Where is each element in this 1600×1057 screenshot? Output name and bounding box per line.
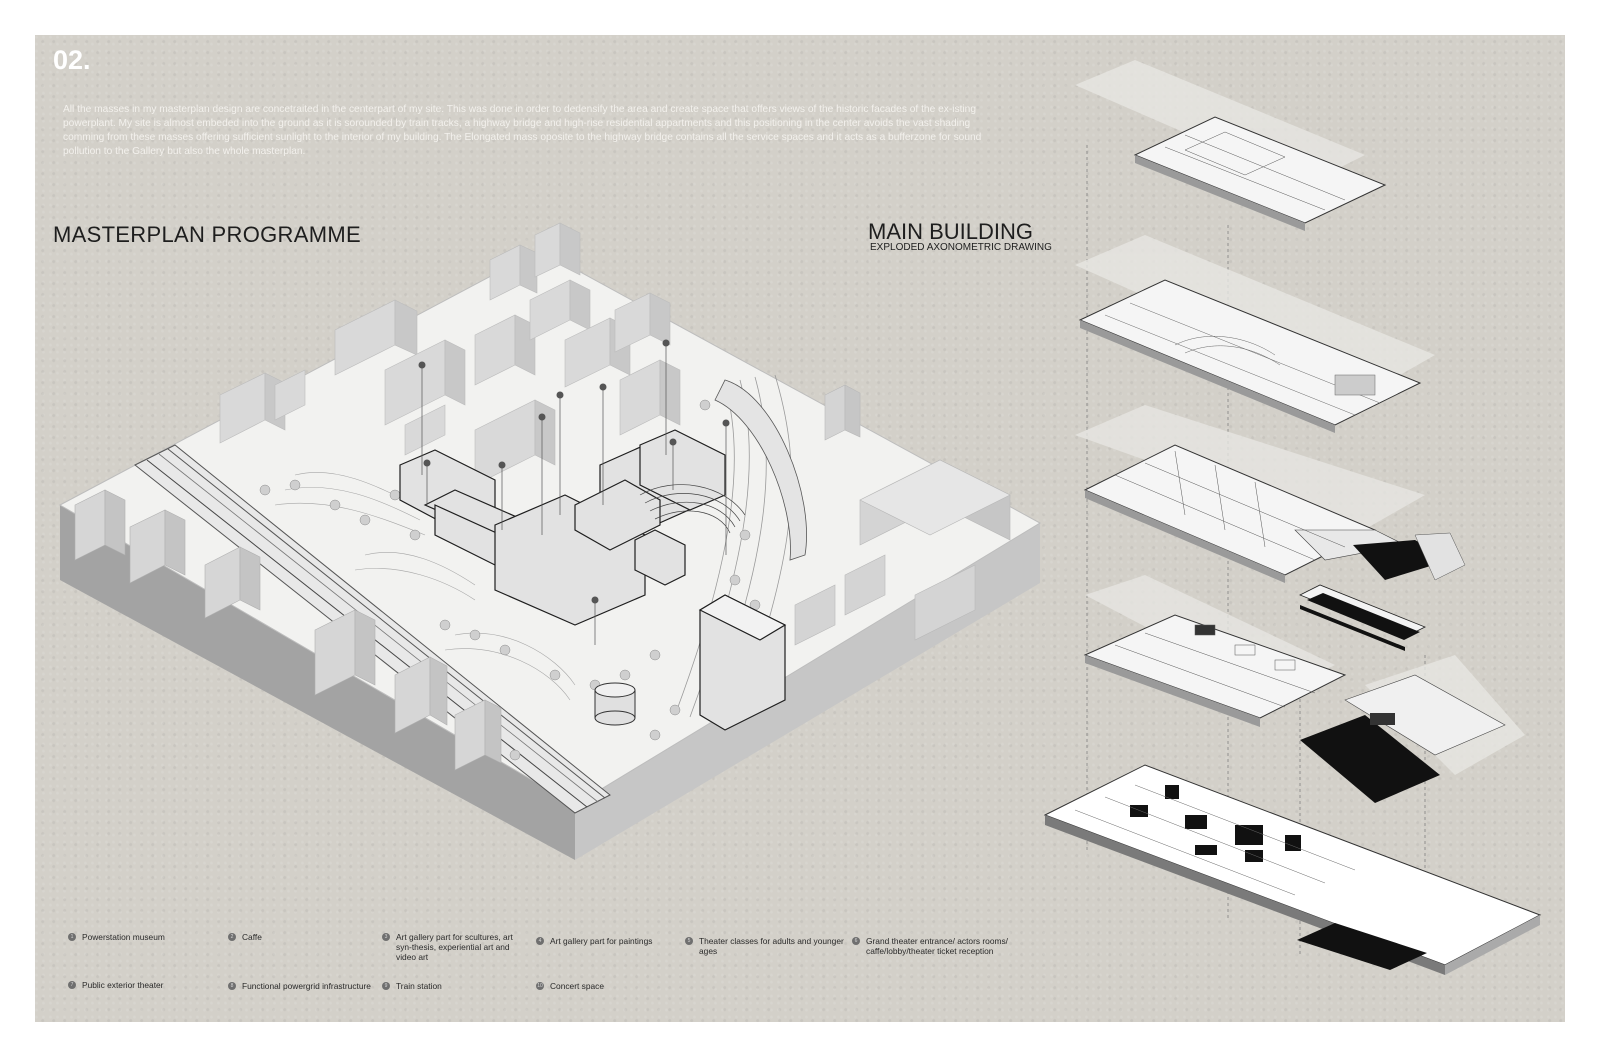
legend-item-1: 1 Powerstation museum bbox=[68, 932, 218, 942]
floor-level-2 bbox=[1083, 614, 1347, 727]
legend-label: Grand theater entrance/ actors rooms/ ca… bbox=[866, 936, 1008, 956]
legend-marker-icon: 10 bbox=[536, 982, 544, 990]
callout-pins bbox=[421, 343, 727, 645]
legend-marker-icon: 8 bbox=[228, 982, 236, 990]
legend-marker-icon: 1 bbox=[68, 933, 76, 941]
residential-blocks-right bbox=[794, 384, 1011, 646]
legend-label: Art gallery part for paintings bbox=[550, 936, 653, 946]
floor-level-ground bbox=[1043, 764, 1542, 975]
legend-marker-icon: 9 bbox=[382, 982, 390, 990]
legend-item-3: 3 Art gallery part for scultures, art sy… bbox=[382, 932, 530, 962]
main-building-title: MAIN BUILDING bbox=[868, 219, 1034, 244]
legend-label: Train station bbox=[396, 981, 442, 991]
legend-item-8: 8 Functional powergrid infrastructure bbox=[228, 981, 378, 991]
masterplan-title: MASTERPLAN PROGRAMME bbox=[53, 222, 361, 247]
floor-level-4 bbox=[1078, 279, 1422, 433]
trees bbox=[259, 399, 761, 761]
legend-label: Theater classes for adults and younger a… bbox=[699, 936, 844, 956]
legend-item-7: 7 Public exterior theater bbox=[68, 980, 218, 990]
black-slab-mid bbox=[1300, 674, 1506, 803]
legend-marker-icon: 4 bbox=[536, 937, 544, 945]
legend-label: Art gallery part for scultures, art syn-… bbox=[396, 932, 513, 962]
legend-label: Concert space bbox=[550, 981, 604, 991]
ground-floor-solid-rooms bbox=[1130, 785, 1301, 862]
legend-marker-icon: 2 bbox=[228, 933, 236, 941]
legend-item-4: 4 Art gallery part for paintings bbox=[536, 936, 676, 946]
legend-marker-icon: 5 bbox=[685, 937, 693, 945]
masterplan-axonometric-model bbox=[58, 222, 1042, 860]
presentation-sheet: 02. All the masses in my masterplan desi… bbox=[35, 35, 1565, 1022]
callout-markers bbox=[418, 339, 730, 604]
main-building-subtitle: EXPLODED AXONOMETRIC DRAWING bbox=[870, 242, 1052, 253]
legend-marker-icon: 6 bbox=[852, 937, 860, 945]
residential-blocks-front bbox=[74, 489, 502, 771]
black-slab-upper bbox=[1299, 584, 1426, 651]
drawing-artwork bbox=[58, 60, 1542, 975]
floor-level-5 bbox=[1133, 116, 1387, 231]
legend-item-10: 10 Concert space bbox=[536, 981, 676, 991]
exploded-axonometric bbox=[1043, 60, 1542, 975]
legend-item-6: 6 Grand theater entrance/ actors rooms/ … bbox=[852, 936, 1032, 956]
legend-label: Caffe bbox=[242, 932, 262, 942]
legend-label: Powerstation museum bbox=[82, 932, 165, 942]
legend-item-5: 5 Theater classes for adults and younger… bbox=[685, 936, 845, 956]
page-number: 02. bbox=[53, 45, 91, 75]
legend-item-9: 9 Train station bbox=[382, 981, 530, 991]
residential-blocks-back bbox=[219, 222, 681, 486]
floor-level-3 bbox=[1083, 444, 1466, 583]
legend-marker-icon: 7 bbox=[68, 981, 76, 989]
legend-label: Public exterior theater bbox=[82, 980, 164, 990]
intro-paragraph: All the masses in my masterplan design a… bbox=[63, 104, 982, 157]
legend-item-2: 2 Caffe bbox=[228, 932, 348, 942]
legend-marker-icon: 3 bbox=[382, 933, 390, 941]
train-platform bbox=[714, 379, 807, 561]
concert-cylinder bbox=[594, 682, 636, 726]
legend-label: Functional powergrid infrastructure bbox=[242, 981, 371, 991]
main-building-complex bbox=[399, 429, 787, 731]
